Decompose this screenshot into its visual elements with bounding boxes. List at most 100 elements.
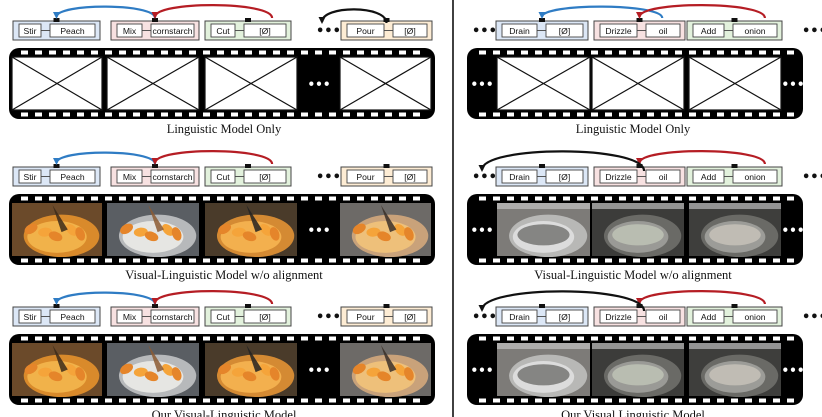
sprocket-hole — [675, 196, 682, 201]
sprocket-hole — [133, 50, 140, 55]
ellipsis-label: ••• — [781, 224, 804, 238]
sprocket-hole — [675, 112, 682, 117]
sprocket-hole — [287, 258, 294, 263]
red-arrow — [636, 150, 766, 165]
sprocket-hole — [329, 336, 336, 341]
ellipsis-label: ••• — [307, 364, 330, 378]
row-caption: Linguistic Model Only — [576, 122, 691, 136]
sprocket-hole — [77, 258, 84, 263]
sprocket-hole — [773, 50, 780, 55]
row-caption: Our Visual Linguistic Model — [561, 408, 705, 417]
verb-label: Add — [701, 312, 717, 322]
row-caption: Visual-Linguistic Model w/o alignment — [125, 268, 323, 282]
sprocket-hole — [203, 398, 210, 403]
black-arrow — [318, 8, 388, 24]
sprocket-hole — [717, 398, 724, 403]
red-arrow — [636, 4, 766, 19]
sprocket-hole — [703, 112, 710, 117]
sprocket-hole — [717, 258, 724, 263]
sprocket-hole — [315, 336, 322, 341]
video-frame — [497, 343, 590, 398]
sprocket-hole — [703, 258, 710, 263]
sprocket-hole — [675, 258, 682, 263]
sprocket-hole — [259, 258, 266, 263]
sprocket-hole — [479, 196, 486, 201]
sprocket-hole — [119, 258, 126, 263]
sprocket-hole — [787, 398, 794, 403]
sprocket-hole — [175, 336, 182, 341]
sprocket-hole — [301, 112, 308, 117]
sprocket-hole — [161, 398, 168, 403]
video-frame — [107, 203, 199, 258]
sprocket-hole — [133, 196, 140, 201]
noun-box — [243, 23, 287, 38]
sprocket-hole — [147, 196, 154, 201]
sprocket-hole — [759, 336, 766, 341]
sprocket-hole — [413, 112, 420, 117]
sprocket-hole — [577, 258, 584, 263]
sprocket-hole — [175, 398, 182, 403]
verb-label: Drizzle — [605, 26, 631, 36]
sprocket-hole — [507, 112, 514, 117]
video-frame — [592, 203, 684, 258]
sprocket-hole — [91, 258, 98, 263]
sprocket-hole — [175, 196, 182, 201]
sprocket-hole — [119, 196, 126, 201]
sprocket-hole — [371, 50, 378, 55]
sprocket-hole — [21, 50, 28, 55]
sprocket-hole — [647, 50, 654, 55]
noun-box — [49, 23, 96, 38]
ellipsis-label: ••• — [472, 24, 497, 39]
sprocket-hole — [619, 196, 626, 201]
sprocket-hole — [535, 398, 542, 403]
sprocket-hole — [147, 258, 154, 263]
sprocket-hole — [787, 112, 794, 117]
sprocket-hole — [245, 398, 252, 403]
sprocket-hole — [49, 336, 56, 341]
sprocket-hole — [549, 258, 556, 263]
sprocket-hole — [703, 398, 710, 403]
sprocket-hole — [91, 398, 98, 403]
sprocket-hole — [245, 258, 252, 263]
sprocket-hole — [49, 196, 56, 201]
video-frame — [12, 343, 102, 398]
sprocket-hole — [633, 398, 640, 403]
sprocket-hole — [161, 336, 168, 341]
sprocket-hole — [717, 336, 724, 341]
noun-box — [150, 169, 195, 184]
verb-label: Pour — [356, 312, 374, 322]
ellipsis-label: ••• — [307, 224, 330, 238]
box-connector — [731, 304, 738, 308]
sprocket-hole — [119, 336, 126, 341]
action-box: Cut[Ø] — [204, 304, 292, 327]
sprocket-hole — [717, 196, 724, 201]
sprocket-hole — [161, 196, 168, 201]
verb-label: Mix — [123, 26, 137, 36]
row-caption: Visual-Linguistic Model w/o alignment — [534, 268, 732, 282]
sprocket-hole — [759, 112, 766, 117]
sprocket-hole — [773, 196, 780, 201]
ellipsis-label: ••• — [307, 78, 330, 92]
noun-label: [Ø] — [259, 312, 270, 322]
sprocket-hole — [245, 196, 252, 201]
sprocket-hole — [633, 50, 640, 55]
sprocket-hole — [329, 196, 336, 201]
sprocket-hole — [399, 258, 406, 263]
sprocket-hole — [35, 398, 42, 403]
sprocket-hole — [371, 196, 378, 201]
sprocket-hole — [413, 258, 420, 263]
sprocket-hole — [259, 196, 266, 201]
noun-box — [392, 169, 428, 184]
row-caption: Linguistic Model Only — [167, 122, 282, 136]
noun-box — [645, 169, 681, 184]
sprocket-hole — [329, 112, 336, 117]
sprocket-hole — [147, 336, 154, 341]
sprocket-hole — [343, 112, 350, 117]
sprocket-hole — [731, 258, 738, 263]
sprocket-hole — [21, 196, 28, 201]
verb-label: Mix — [123, 172, 137, 182]
verb-label: Add — [701, 172, 717, 182]
sprocket-hole — [371, 336, 378, 341]
